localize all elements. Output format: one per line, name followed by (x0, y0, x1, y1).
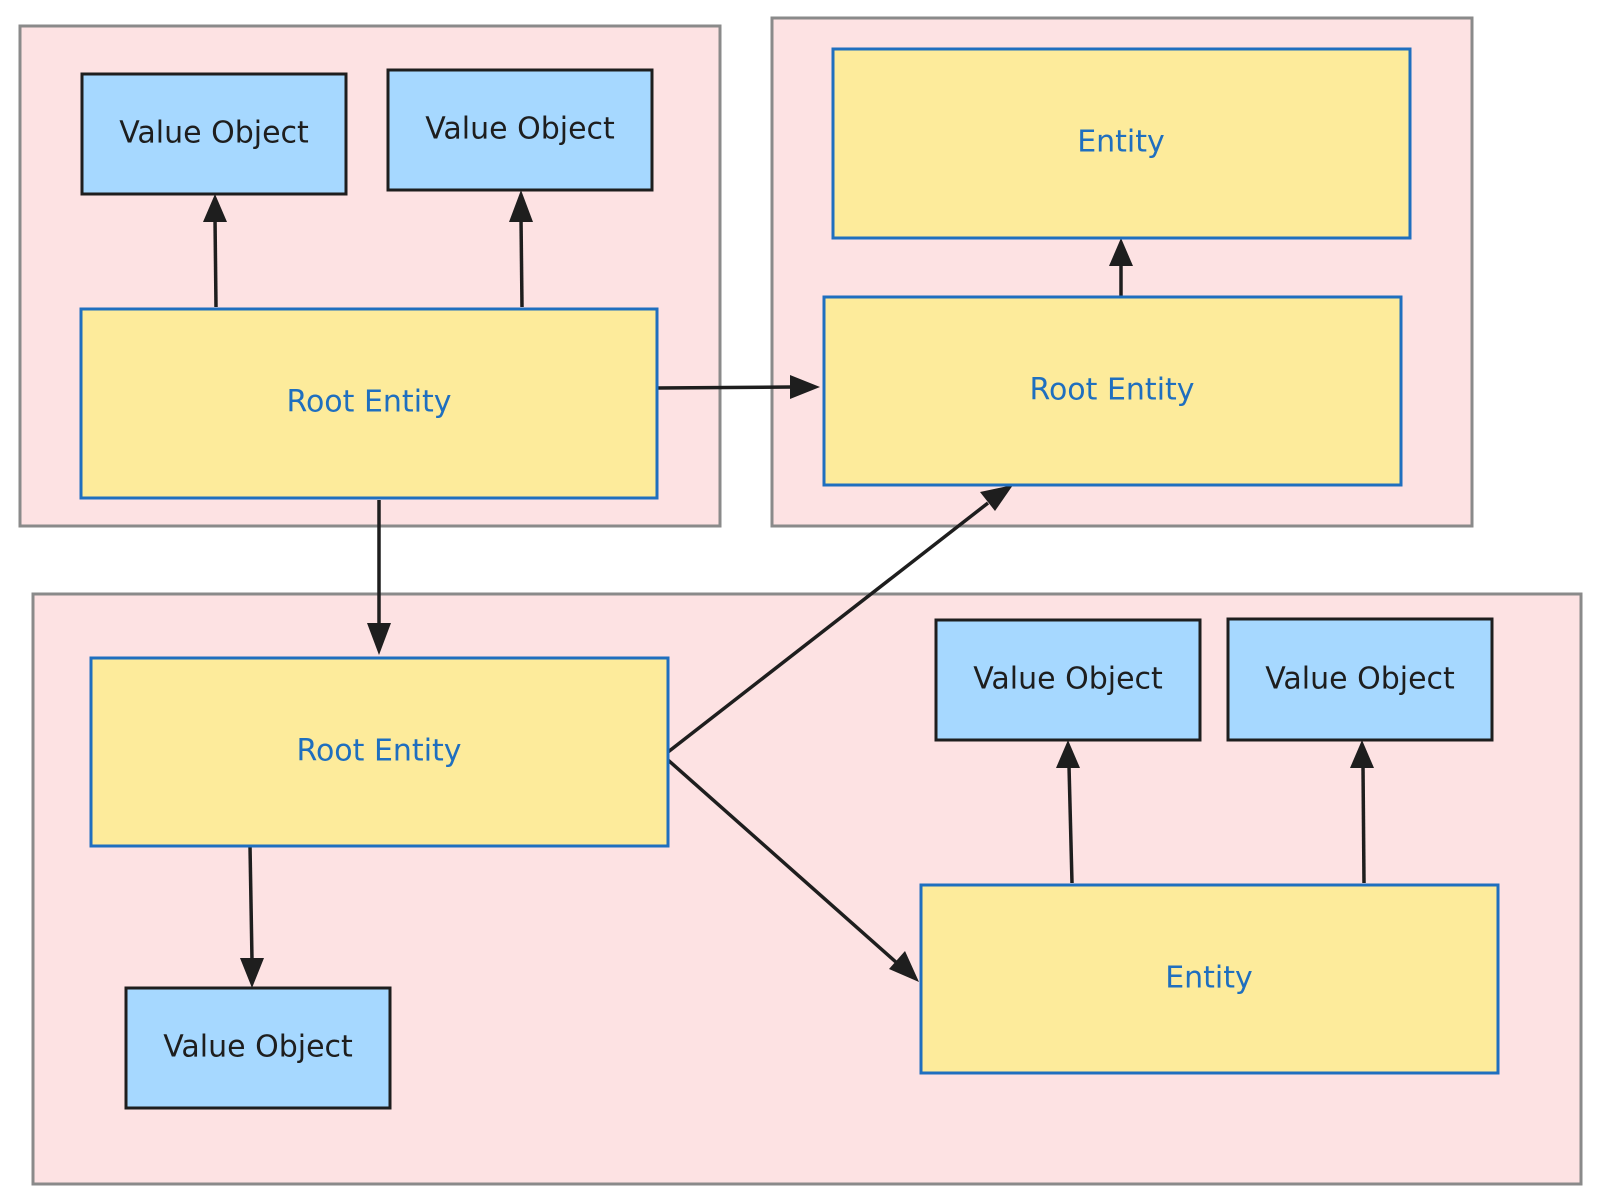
node-a3-entity: Entity (919, 883, 1500, 1075)
arrowhead-a1root-a1vo2 (509, 190, 533, 222)
edge-a3root-a2root (666, 501, 990, 754)
edge-a3entity-a3vo1 (1067, 765, 1074, 884)
arrowhead-a2root-a2entity (1109, 238, 1133, 266)
node-a3-root: Root Entity (89, 656, 670, 848)
arrowhead-a3root-a3entity (889, 951, 919, 982)
node-label: Entity (1165, 961, 1253, 996)
node-label: Root Entity (296, 734, 461, 769)
arrowhead-a3entity-a3vo2 (1350, 740, 1374, 768)
node-label: Root Entity (286, 385, 451, 420)
edge-a1root-a2root (656, 385, 793, 390)
node-a3-vo3: Value Object (124, 986, 392, 1110)
node-label: Value Object (119, 116, 309, 151)
node-label: Value Object (1265, 662, 1455, 697)
edge-a1root-a1vo1 (213, 217, 218, 308)
node-a1-vo2: Value Object (386, 68, 654, 192)
node-label: Root Entity (1029, 373, 1194, 408)
arrowhead-a1root-a2root (790, 375, 820, 399)
arrowhead-a3root-a3vo3 (240, 958, 264, 988)
arrowhead-a3entity-a3vo1 (1056, 740, 1080, 768)
node-a2-entity: Entity (831, 47, 1412, 240)
edge-a3root-a3vo3 (248, 845, 254, 961)
edge-a3entity-a3vo2 (1361, 765, 1366, 884)
edges (203, 190, 1374, 988)
node-label: Entity (1077, 125, 1165, 160)
node-a2-root: Root Entity (822, 295, 1403, 487)
node-label: Value Object (973, 662, 1163, 697)
edge-a3root-a3entity (666, 758, 899, 965)
arrowhead-a1root-a3root (367, 623, 391, 655)
node-a3-vo1: Value Object (934, 618, 1202, 742)
node-a3-vo2: Value Object (1226, 617, 1494, 742)
node-a1-vo1: Value Object (80, 72, 348, 196)
arrowhead-a3root-a2root (980, 485, 1013, 511)
edge-a1root-a1vo2 (519, 217, 524, 308)
node-label: Value Object (425, 112, 615, 147)
arrowhead-a1root-a1vo1 (203, 194, 227, 222)
node-label: Value Object (163, 1030, 353, 1065)
node-a1-root: Root Entity (79, 307, 659, 500)
